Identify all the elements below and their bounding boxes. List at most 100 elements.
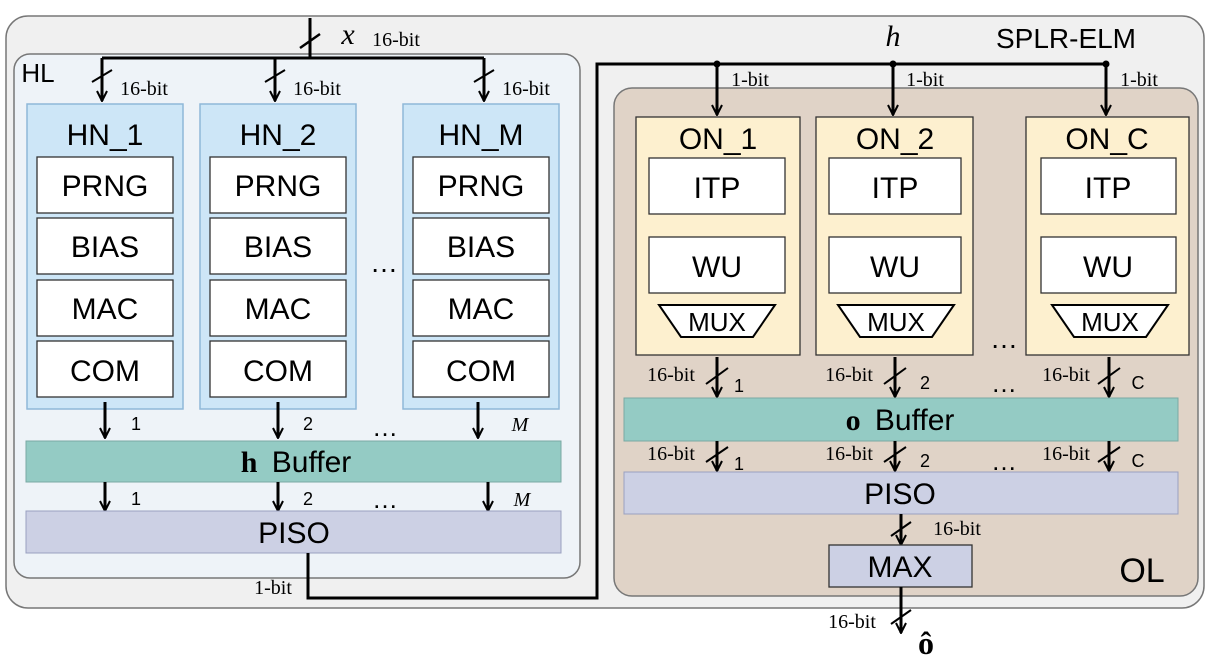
- on2-output-width: 16-bit: [825, 364, 873, 386]
- mux-block: [1050, 304, 1170, 338]
- on1-output-slash: [705, 367, 729, 385]
- on-ellipsis: …: [990, 323, 1018, 354]
- mac-label: MAC: [448, 293, 515, 326]
- prng-label: PRNG: [235, 170, 322, 203]
- mac-label: MAC: [72, 293, 139, 326]
- neuron-name: HN_1: [67, 119, 144, 152]
- obuf-index-c: C: [1132, 451, 1145, 471]
- hbuf-ellipsis: …: [372, 484, 398, 514]
- x-bus-slash: [299, 32, 321, 50]
- onc-input-width: 1-bit: [1120, 69, 1158, 91]
- neuron-name: HN_2: [240, 119, 317, 152]
- output-layer-label: OL: [1119, 552, 1164, 590]
- o-buffer-label: o Buffer: [846, 404, 955, 437]
- obuf-width-1: 16-bit: [647, 443, 695, 465]
- wu-block: [648, 236, 786, 294]
- obuf-slash-1: [705, 446, 729, 463]
- piso-to-max-slash: [890, 521, 912, 537]
- hbuf-index-2: 2: [303, 489, 313, 509]
- ol-piso-label: PISO: [864, 478, 936, 511]
- on2-output-slash: [883, 367, 907, 385]
- hidden-neuron-m: HN_M PRNG BIAS MAC COM: [402, 103, 560, 410]
- hn1-bus-slash: [91, 69, 113, 83]
- on1-input-width: 1-bit: [731, 69, 769, 91]
- final-output-width: 16-bit: [828, 611, 876, 633]
- itp-label: ITP: [872, 172, 919, 205]
- prng-label: PRNG: [438, 170, 525, 203]
- final-output-slash: [890, 609, 912, 625]
- itp-label: ITP: [694, 172, 741, 205]
- bias-label: BIAS: [244, 231, 312, 264]
- hnm-bus-slash: [473, 69, 495, 83]
- hn1-input-width: 16-bit: [120, 78, 168, 100]
- onc-output-slash: [1097, 367, 1121, 385]
- itp-block: [828, 157, 962, 215]
- prng-label: PRNG: [62, 170, 149, 203]
- max-block: [828, 544, 973, 588]
- wu-block: [1040, 236, 1177, 294]
- com-label: COM: [70, 355, 140, 388]
- hbuf-index-m: M: [513, 489, 532, 511]
- com-block: [412, 340, 550, 398]
- x-input-width: 16-bit: [372, 29, 420, 51]
- hidden-neuron-2: HN_2 PRNG BIAS MAC COM: [199, 103, 357, 410]
- wu-label: WU: [1083, 251, 1133, 284]
- h-feedback-wire: [306, 62, 1106, 600]
- hn-output-ellipsis: …: [372, 412, 398, 442]
- bias-label: BIAS: [447, 231, 515, 264]
- mux-block: [836, 304, 956, 338]
- bias-block: [209, 217, 347, 275]
- on-output-ellipsis: …: [991, 368, 1017, 398]
- mac-block: [36, 279, 174, 337]
- bias-label: BIAS: [71, 231, 139, 264]
- mux-block: [657, 304, 777, 338]
- neuron-name: HN_M: [438, 119, 523, 152]
- obuf-index-2: 2: [920, 451, 930, 471]
- x-input-label: x: [340, 18, 355, 51]
- on2-input-width: 1-bit: [906, 69, 944, 91]
- piso-to-max-width: 16-bit: [933, 518, 981, 540]
- mux-label: MUX: [867, 307, 925, 337]
- obuf-width-c: 16-bit: [1042, 443, 1090, 465]
- hl-piso: [25, 510, 562, 554]
- com-label: COM: [446, 355, 516, 388]
- bias-block: [36, 217, 174, 275]
- prng-block: [412, 156, 550, 214]
- itp-block: [648, 157, 786, 215]
- hnm-input-width: 16-bit: [502, 78, 550, 100]
- hn1-output-index: 1: [131, 414, 141, 434]
- wu-block: [828, 236, 962, 294]
- itp-block: [1040, 157, 1177, 215]
- com-label: COM: [243, 355, 313, 388]
- ol-piso: [623, 471, 1179, 515]
- obuf-slash-2: [883, 446, 907, 463]
- hn-ellipsis: …: [370, 247, 398, 278]
- on2-output-index: 2: [920, 373, 930, 393]
- hn2-bus-slash: [264, 69, 286, 83]
- output-neuron-1: ON_1 ITP WU MUX: [635, 116, 801, 356]
- bias-block: [412, 217, 550, 275]
- obuf-slash-c: [1097, 446, 1121, 463]
- wu-label: WU: [692, 251, 742, 284]
- hbuf-index-1: 1: [131, 489, 141, 509]
- hl-output-width: 1-bit: [254, 577, 292, 599]
- on1-output-width: 16-bit: [647, 364, 695, 386]
- hl-piso-label: PISO: [258, 517, 330, 550]
- itp-label: ITP: [1085, 172, 1132, 205]
- mux-label: MUX: [1081, 307, 1139, 337]
- hnm-output-index: M: [511, 414, 530, 436]
- mux-label: MUX: [688, 307, 746, 337]
- neuron-name: ON_2: [856, 123, 934, 156]
- onc-output-width: 16-bit: [1042, 364, 1090, 386]
- hn2-output-index: 2: [303, 414, 313, 434]
- h-buffer: [25, 440, 562, 483]
- max-label: MAX: [867, 551, 932, 584]
- o-buffer: [623, 397, 1179, 442]
- mac-block: [412, 279, 550, 337]
- hidden-layer-label: HL: [21, 58, 54, 88]
- mac-label: MAC: [245, 293, 312, 326]
- neuron-name: ON_C: [1065, 123, 1148, 156]
- obuf-index-1: 1: [734, 454, 744, 474]
- on1-output-index: 1: [734, 376, 744, 396]
- obuf-ellipsis: …: [991, 446, 1017, 476]
